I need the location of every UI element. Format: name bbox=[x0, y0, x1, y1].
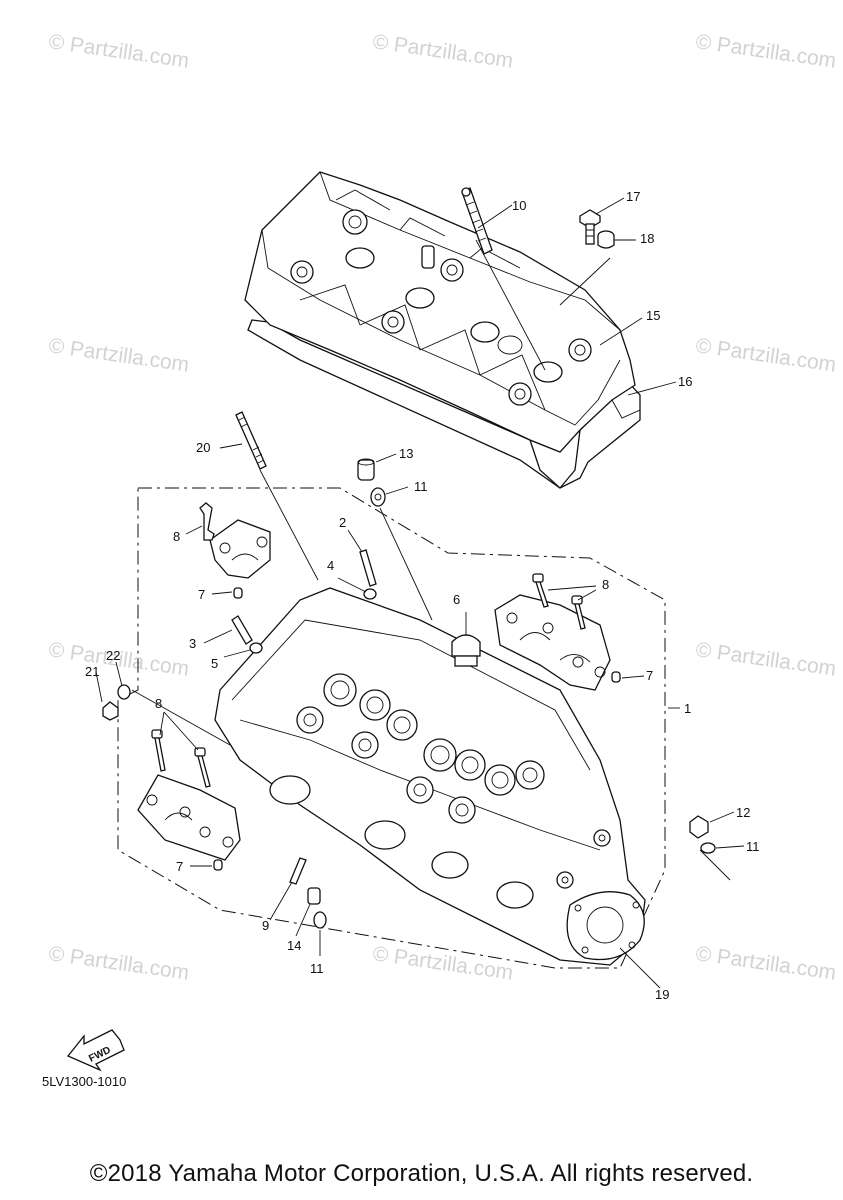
watermark: © Partzilla.com bbox=[694, 30, 837, 72]
callout-8-upper: 8 bbox=[173, 529, 180, 544]
fwd-arrow-icon: FWD bbox=[66, 1029, 125, 1072]
callout-10: 10 bbox=[512, 198, 526, 213]
cap-bolt bbox=[151, 729, 166, 772]
cam-cap bbox=[209, 519, 271, 579]
watermark: © Partzilla.com bbox=[694, 638, 837, 680]
callout-4: 4 bbox=[327, 558, 334, 573]
gasket-washer bbox=[313, 911, 327, 929]
cap-bolt bbox=[571, 595, 586, 630]
callout-18: 18 bbox=[640, 231, 654, 246]
callout-8-right: 8 bbox=[602, 577, 609, 592]
callout-9: 9 bbox=[262, 918, 269, 933]
cylinder-head bbox=[214, 587, 646, 966]
callout-15: 15 bbox=[646, 308, 660, 323]
watermark: © Partzilla.com bbox=[47, 942, 190, 984]
dowel-pin bbox=[213, 859, 223, 871]
stud-bolt bbox=[235, 411, 267, 470]
callout-11-right: 11 bbox=[746, 839, 760, 854]
o-ring bbox=[363, 588, 377, 600]
callout-13: 13 bbox=[399, 446, 413, 461]
cap-bolt bbox=[532, 573, 549, 608]
dowel-pin bbox=[307, 887, 321, 905]
callout-6: 6 bbox=[453, 592, 460, 607]
dowel-pin bbox=[233, 587, 243, 599]
copper-washer bbox=[117, 684, 131, 700]
diagram-code: 5LV1300-1010 bbox=[42, 1074, 127, 1089]
assembly-boundary bbox=[117, 487, 666, 969]
callout-7-right: 7 bbox=[646, 668, 653, 683]
callout-5: 5 bbox=[211, 656, 218, 671]
callout-19: 19 bbox=[655, 987, 669, 1002]
stud bbox=[231, 615, 253, 645]
callout-11-bottom: 11 bbox=[310, 961, 324, 976]
cover-bolt bbox=[579, 209, 601, 245]
callout-21: 21 bbox=[85, 664, 99, 679]
copyright-notice: ©2018 Yamaha Motor Corporation, U.S.A. A… bbox=[89, 1160, 754, 1187]
gasket-washer bbox=[700, 842, 716, 854]
o-ring bbox=[249, 642, 263, 654]
callout-22: 22 bbox=[106, 648, 120, 663]
cam-cap bbox=[137, 774, 241, 861]
dowel-pin bbox=[611, 671, 621, 683]
callout-17: 17 bbox=[626, 189, 640, 204]
watermark: © Partzilla.com bbox=[694, 942, 837, 984]
watermark: © Partzilla.com bbox=[47, 30, 190, 72]
callout-20: 20 bbox=[196, 440, 210, 455]
leader-lines bbox=[95, 197, 745, 989]
callout-2: 2 bbox=[339, 515, 346, 530]
stud bbox=[289, 857, 307, 885]
callout-3: 3 bbox=[189, 636, 196, 651]
callout-12: 12 bbox=[736, 805, 750, 820]
callout-labels: 1 2 3 4 5 6 7 7 7 8 8 8 9 10 11 11 11 12… bbox=[85, 189, 760, 1002]
callout-14: 14 bbox=[287, 938, 301, 953]
callout-7-lower: 7 bbox=[176, 859, 183, 874]
watermark: © Partzilla.com bbox=[371, 30, 514, 72]
dowel-grommet bbox=[357, 458, 386, 507]
head-cover bbox=[244, 171, 641, 489]
union-bolt bbox=[102, 701, 119, 721]
callout-7-upper: 7 bbox=[198, 587, 205, 602]
spark-plug bbox=[461, 187, 493, 255]
callout-16: 16 bbox=[678, 374, 692, 389]
cap-bolt bbox=[194, 747, 211, 788]
cover-grommet bbox=[597, 230, 615, 249]
callout-11-top: 11 bbox=[414, 479, 428, 494]
blind-plug bbox=[451, 634, 481, 667]
callout-1: 1 bbox=[684, 701, 691, 716]
stud bbox=[359, 549, 377, 587]
cap-bolt bbox=[199, 502, 215, 541]
watermark: © Partzilla.com bbox=[47, 334, 190, 376]
plug-bolt bbox=[689, 815, 709, 839]
watermark: © Partzilla.com bbox=[694, 334, 837, 376]
callout-8-lower: 8 bbox=[155, 696, 162, 711]
